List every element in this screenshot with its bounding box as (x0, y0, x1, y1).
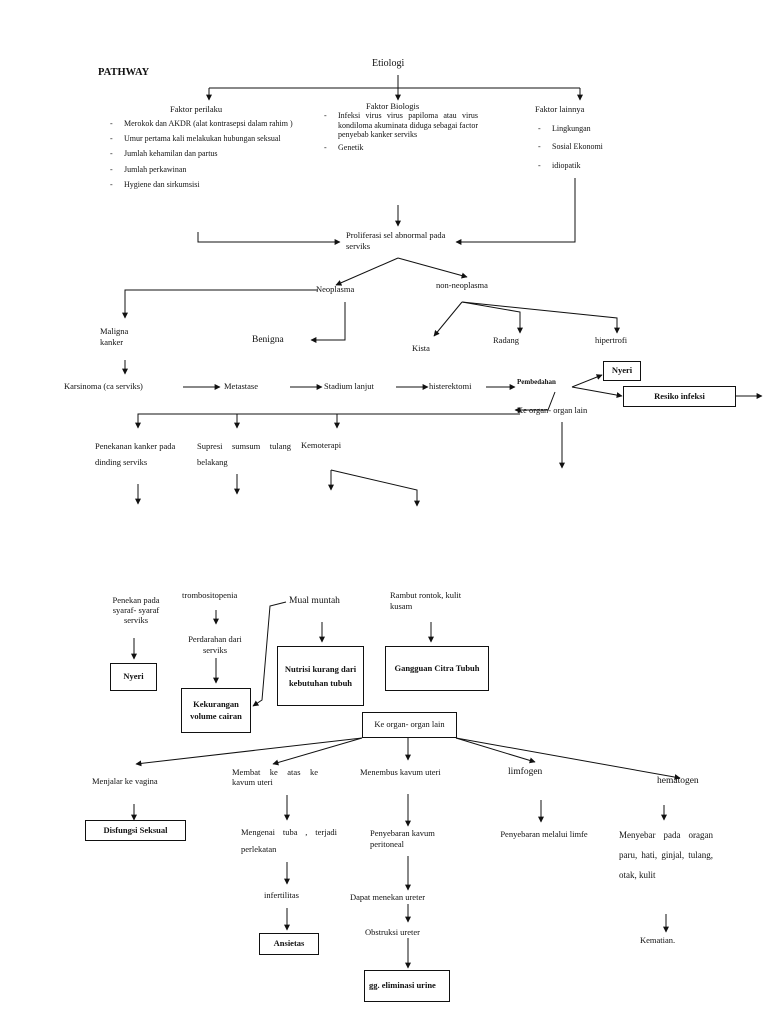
perdarahan-node: Perdarahan dari serviks (188, 634, 242, 655)
list-item: Genetik (322, 143, 478, 153)
page-title: PATHWAY (98, 67, 150, 78)
disfungsi-seksual-box: Disfungsi Seksual (85, 820, 186, 841)
ansietas-box: Ansietas (259, 933, 319, 955)
mual-muntah-node: Mual muntah (289, 596, 340, 606)
radang-node: Radang (493, 335, 519, 345)
maligna-node: Maligna kanker (100, 326, 129, 347)
hipertrofi-node: hipertrofi (595, 335, 628, 345)
supresi-node: Supresi sumsum tulang belakang (197, 441, 291, 468)
histerektomi-node: histerektomi (429, 381, 472, 391)
list-item: Lingkungan (536, 120, 636, 139)
stadium-lanjut-node: Stadium lanjut (324, 381, 374, 391)
penekanan-kanker-node: Penekanan kanker pada dinding serviks (95, 441, 176, 468)
resiko-infeksi-box: Resiko infeksi (623, 386, 736, 407)
ke-organ-box: Ke organ- organ lain (362, 712, 457, 738)
faktor-lainnya-heading: Faktor lainnya (535, 104, 585, 114)
list-item: Infeksi virus virus papiloma atau virus … (322, 111, 478, 140)
nyeri-bottom-box: Nyeri (110, 663, 157, 691)
eliminasi-urine-box: gg. eliminasi urine (364, 970, 450, 1002)
infertilitas-node: infertilitas (264, 890, 299, 900)
karsinoma-node: Karsinoma (ca serviks) (64, 381, 143, 391)
membuat-ke-atas-node: Membat ke atas ke kavum uteri (232, 767, 318, 787)
neoplasma-node: Neoplasma (316, 284, 355, 294)
penyebaran-limfe-node: Penyebaran melalui limfe (500, 829, 588, 839)
nutrisi-box: Nutrisi kurang dari kebutuhan tubuh (277, 646, 364, 706)
menembus-node: Menembus kavum uteri (360, 767, 441, 777)
pembedahan-node: Pembedahan (517, 378, 556, 386)
kematian-node: Kematian. (640, 935, 676, 945)
ke-organ-top-node: Ke organ- organ lain (517, 405, 588, 415)
hematogen-node: hematogen (657, 776, 699, 786)
rambut-node: Rambut rontok, kulit kusam (390, 590, 462, 611)
list-item: Umur pertama kali melakukan hubungan sek… (108, 131, 308, 146)
list-item: Jumlah kehamilan dan partus (108, 146, 308, 161)
list-item: idiopatik (536, 157, 636, 176)
kekurangan-volume-box: Kekurangan volume cairan (181, 688, 251, 733)
faktor-biologis-heading: Faktor Biologis (366, 101, 420, 111)
citra-tubuh-box: Gangguan Citra Tubuh (385, 646, 489, 691)
proliferasi-node: Proliferasi sel abnormal pada serviks (346, 230, 446, 251)
faktor-perilaku-heading: Faktor perilaku (170, 104, 223, 114)
list-item: Merokok dan AKDR (alat kontrasepsi dalam… (108, 116, 308, 131)
faktor-biologis-list: Infeksi virus virus papiloma atau virus … (322, 111, 478, 152)
limfogen-node: limfogen (508, 767, 543, 777)
benigna-node: Benigna (252, 335, 284, 345)
etiologi-node: Etiologi (372, 58, 405, 69)
mengenai-tuba-node: Mengenai tuba , terjadi perlekatan (241, 827, 337, 854)
kemoterapi-node: Kemoterapi (301, 440, 342, 450)
penyebaran-kavum-node: Penyebaran kavum peritoneal (370, 828, 435, 849)
list-item: Hygiene dan sirkumsisi (108, 177, 308, 192)
non-neoplasma-node: non-neoplasma (436, 280, 488, 290)
faktor-perilaku-list: Merokok dan AKDR (alat kontrasepsi dalam… (108, 116, 308, 192)
list-item: Jumlah perkawinan (108, 162, 308, 177)
menekan-ureter-node: Dapat menekan ureter (350, 892, 426, 902)
penekan-saraf-node: Penekan pada syaraf- syaraf serviks (112, 595, 160, 625)
menjalar-vagina-node: Menjalar ke vagina (92, 776, 158, 786)
list-item: Sosial Ekonomi (536, 138, 636, 157)
nyeri-diagnosis-box: Nyeri (603, 361, 641, 381)
menyebar-node: Menyebar pada oragan paru, hati, ginjal,… (619, 830, 713, 880)
obstruksi-node: Obstruksi ureter (365, 927, 421, 937)
trombositopenia-node: trombositopenia (182, 590, 238, 600)
metastase-node: Metastase (224, 381, 258, 391)
faktor-lainnya-list: Lingkungan Sosial Ekonomi idiopatik (536, 120, 636, 176)
kista-node: Kista (412, 343, 430, 353)
